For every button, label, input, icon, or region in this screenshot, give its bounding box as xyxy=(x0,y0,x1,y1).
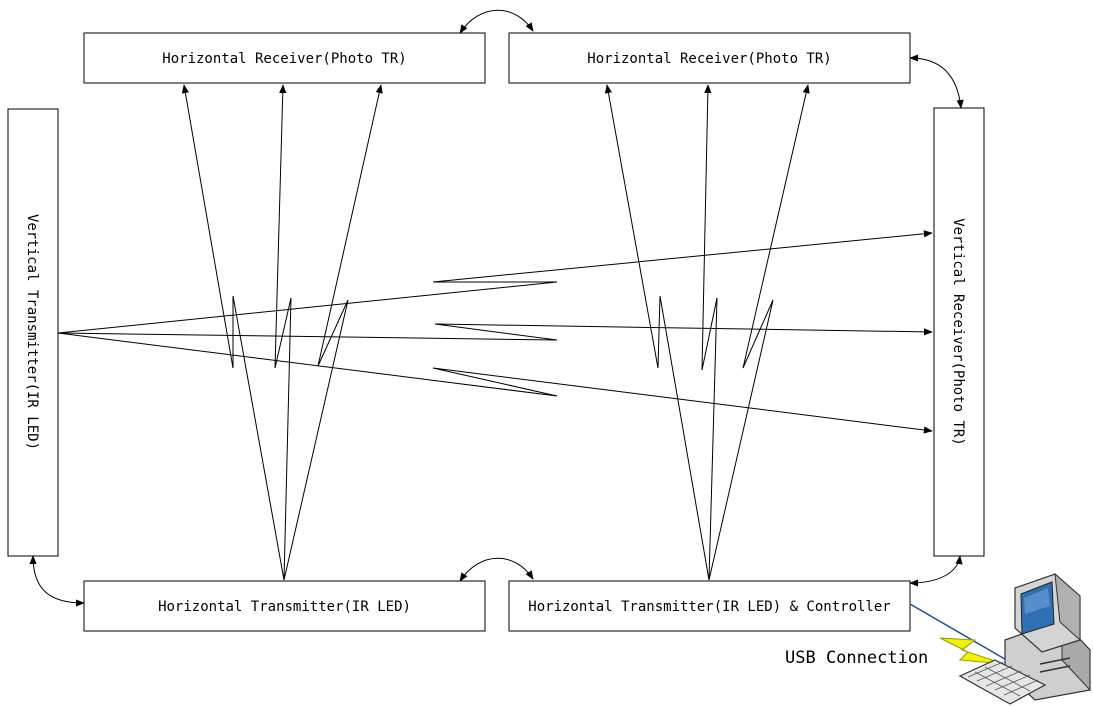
left-horizontal-beams xyxy=(181,84,383,581)
box-right-vertical-receiver: Vertical Receiver(Photo TR) xyxy=(933,107,985,557)
connector-bottom-right xyxy=(909,555,963,587)
beam-right-1 xyxy=(604,84,710,581)
connector-bottom-left xyxy=(29,555,85,607)
beam-vertical-1 xyxy=(57,230,933,334)
beam-left-2 xyxy=(274,84,292,581)
box-left-vertical-transmitter: Vertical Transmitter(IR LED) xyxy=(7,108,59,557)
beam-right-2 xyxy=(701,84,718,581)
usb-cable xyxy=(909,603,1011,663)
box-right-label: Vertical Receiver(Photo TR) xyxy=(950,218,966,446)
box-top-left-label: Horizontal Receiver(Photo TR) xyxy=(162,51,406,67)
beam-left-3 xyxy=(283,84,383,581)
right-horizontal-beams xyxy=(604,84,810,581)
box-left-label: Vertical Transmitter(IR LED) xyxy=(24,214,40,450)
connector-bottom xyxy=(459,557,534,582)
usb-connection-label: USB Connection xyxy=(785,648,928,668)
connector-top-right xyxy=(909,54,964,109)
box-bottom-left-transmitter: Horizontal Transmitter(IR LED) xyxy=(83,580,486,632)
box-bottom-left-label: Horizontal Transmitter(IR LED) xyxy=(158,599,411,615)
beam-vertical-2 xyxy=(57,323,933,341)
box-top-right-label: Horizontal Receiver(Photo TR) xyxy=(587,51,831,67)
box-connectors xyxy=(29,9,964,607)
connector-top xyxy=(459,9,534,34)
box-top-left-receiver: Horizontal Receiver(Photo TR) xyxy=(83,32,486,84)
box-top-right-receiver: Horizontal Receiver(Photo TR) xyxy=(508,32,911,84)
beam-vertical-3 xyxy=(57,332,933,434)
box-bottom-right-transmitter-controller: Horizontal Transmitter(IR LED) & Control… xyxy=(508,580,911,632)
beam-right-3 xyxy=(708,84,810,581)
beam-left-1 xyxy=(181,84,285,581)
box-bottom-right-label: Horizontal Transmitter(IR LED) & Control… xyxy=(528,599,890,615)
desktop-computer-icon xyxy=(958,572,1091,705)
vertical-beams xyxy=(57,230,933,434)
